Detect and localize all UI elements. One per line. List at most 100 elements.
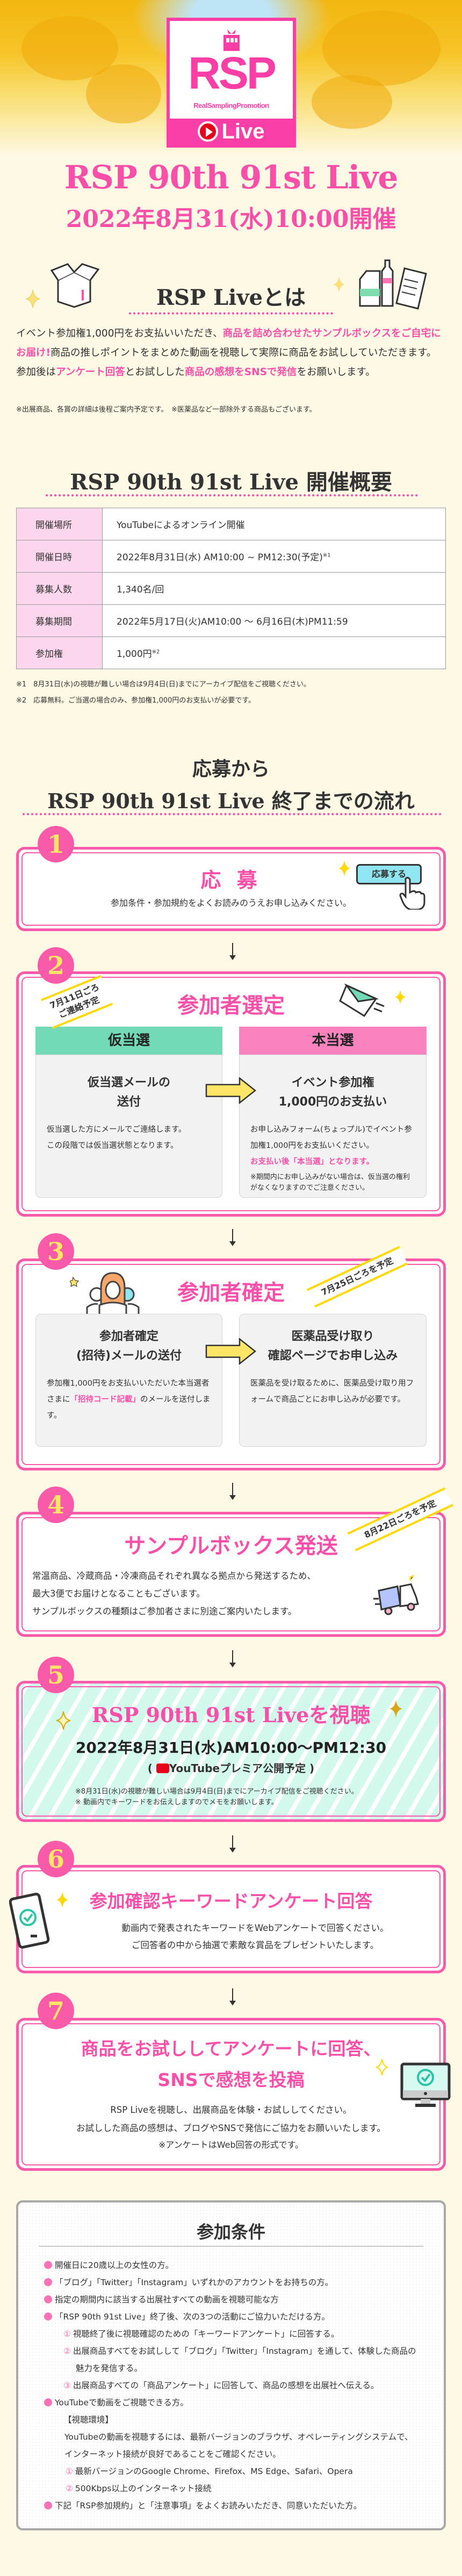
about-highlight: アンケート回答 <box>56 367 125 378</box>
env-text: YouTubeの動画を視聴するには、最新バージョンのブラウザ、オペレーティングシ… <box>64 2432 413 2442</box>
about-paragraph: イベント参加権1,000円をお支払いいただき、商品を詰め合わせたサンプルボックス… <box>16 324 446 382</box>
card-note: ※期間内にお申し込みがない場合は、仮当選の権利がなくなりますのでご注意ください。 <box>250 1173 410 1192</box>
products-icon <box>359 259 427 310</box>
row-label: 参加権 <box>16 636 103 669</box>
monitor-check-icon <box>400 2062 451 2107</box>
row-value: 1,000円※2 <box>102 636 446 669</box>
flow-heading-2: RSP 90th 91st Live 終了までの流れ <box>47 789 415 813</box>
medicine-card: 医薬品受け取り 確認ページでお申し込み 医薬品を受け取るために、医薬品受け取り用… <box>239 1314 427 1447</box>
step-number: 4 <box>38 1487 74 1523</box>
bullet-icon <box>44 2501 52 2509</box>
smartphone-check-icon <box>9 1892 50 1949</box>
about-text: イベント参加権1,000円をお支払いいただき、 <box>16 328 223 339</box>
step-title: 商品をお試ししてアンケートに回答、 <box>81 2038 381 2059</box>
activity-item: 魅力を発信する。 <box>76 2363 143 2373</box>
bullet-icon <box>44 2312 52 2321</box>
event-title: RSP 90th 91st Live <box>64 159 399 196</box>
gift-tower-icon <box>223 30 240 51</box>
right-arrow-icon <box>205 1077 256 1104</box>
footnote: ※2 応募無料。ご当選の場合のみ、参加権1,000円のお支払いが必要です。 <box>16 697 256 705</box>
card-heading: 仮当選メールの 送付 <box>87 1076 170 1109</box>
about-text: をお願いします。 <box>297 367 376 378</box>
step-title: 応 募 <box>200 868 262 892</box>
step-title: サンプルボックス発送 <box>124 1534 338 1558</box>
people-icon <box>70 1272 140 1316</box>
confirm-mail-card: 参加者確定 (招待)メールの送付 参加権1,000円をお支払いいただいた本当選者… <box>35 1314 222 1447</box>
column-header-provisional: 仮当選 <box>35 1027 222 1055</box>
apply-button[interactable]: 応募する <box>356 864 422 884</box>
step-text: 常温商品、冷蔵商品・冷凍商品それぞれ異なる拠点から発送するため、 最大3便でお届… <box>32 1571 316 1616</box>
card-highlight: 「招待コード記載」 <box>70 1395 141 1404</box>
overview-heading: RSP 90th 91st Live 開催概要 <box>70 470 392 495</box>
step-1: 1 応 募 参加条件・参加規約をよくお読みのうえお申し込みください。 応募する <box>16 826 446 931</box>
step-3: 3 参加者確定 7月25日ごろを予定 参加者確定 (招待)メールの送付 参加権1… <box>16 1233 446 1470</box>
about-text: 商品の推しポイントをまとめた動画を視聴して実際に商品をお試ししていただきます。参… <box>16 347 437 378</box>
row-value: 1,340名/回 <box>102 572 446 605</box>
step-5: 5 RSP 90th 91st Liveを視聴 2022年8月31日(水)AM1… <box>16 1657 446 1822</box>
condition-item: 「ブログ」「Twitter」「Instagram」いずれかのアカウントをお持ちの… <box>44 2277 333 2288</box>
step-notes: ※8月31日(水)の視聴が難しい場合は9月4日(日)までにアーカイブ配信をご視聴… <box>75 1788 358 1806</box>
condition-item: 開催日に20歳以上の女性の方。 <box>44 2259 174 2271</box>
delivery-truck-icon <box>373 1575 419 1615</box>
flow-arrow <box>229 1650 236 1667</box>
step-text: 参加条件・参加規約をよくお読みのうえお申し込みください。 <box>110 898 351 908</box>
divider <box>129 312 333 314</box>
step-2: 2 7月11日ごろ ご連絡予定 参加者選定 仮当選 本当選 仮当選メールの 送付… <box>16 947 446 1217</box>
step-number: 3 <box>38 1233 74 1270</box>
card-heading: 医薬品受け取り 確認ページでお申し込み <box>268 1330 398 1363</box>
row-label: 募集期間 <box>16 604 103 637</box>
row-label: 募集人数 <box>16 572 103 605</box>
sparkle-icon <box>56 1711 70 1730</box>
row-label: 開催日時 <box>16 540 103 573</box>
sparkle-icon <box>338 860 350 876</box>
step-number: 2 <box>38 947 74 984</box>
env-text: インターネット接続が良好であることをご確認ください。 <box>64 2449 281 2459</box>
bullet-icon <box>44 2295 52 2303</box>
play-icon <box>198 121 219 142</box>
step-4: 4 サンプルボックス発送 8月22日ごろを予定 常温商品、冷蔵商品・冷凍商品それ… <box>16 1487 453 1637</box>
sparkle-icon <box>56 1892 68 1908</box>
card-heading: イベント参加権 1,000円のお支払い <box>278 1076 387 1109</box>
logo-subtitle: RealSamplingPromotion <box>193 101 269 109</box>
sparkle-icon <box>389 1700 402 1718</box>
column-header-final: 本当選 <box>239 1027 427 1055</box>
about-heading: RSP Liveとは <box>156 285 306 310</box>
provisional-card: 仮当選メールの 送付 仮当選した方にメールでご連絡します。 この段階では仮当選状… <box>35 1055 222 1198</box>
condition-item: 下記「RSP参加規約」と「注意事項」をよくお読みいただき、同意いただいた方。 <box>44 2500 362 2512</box>
card-text: 仮当選した方にメールでご連絡します。 この段階では仮当選状態となります。 <box>47 1125 186 1150</box>
step-text: 動画内で発表されたキーワードをWebアンケートで回答ください。 ご回答者の中から… <box>121 1923 389 1950</box>
live-datetime: 2022年8月31日(水)AM10:00～PM12:30 <box>75 1739 387 1757</box>
divider <box>23 813 442 815</box>
step-number: 5 <box>38 1657 74 1693</box>
flow-arrow <box>229 1988 236 2006</box>
sparkle-icon <box>395 990 406 1004</box>
row-label: 開催場所 <box>16 508 103 540</box>
logo-rsp: RSP <box>188 48 277 98</box>
logo-live: Live <box>221 119 265 143</box>
event-date: 2022年8月31(水)10:00開催 <box>66 206 396 233</box>
sparkle-icon <box>26 290 40 308</box>
bullet-icon <box>44 2261 52 2269</box>
step-title: 参加確認キーワードアンケート回答 <box>89 1891 373 1912</box>
condition-item: 指定の期間内に該当する出展社すべての動画を視聴可能な方 <box>44 2294 279 2306</box>
youtube-icon <box>156 1763 169 1773</box>
step-number: 1 <box>38 826 74 862</box>
env-label: 【視聴環境】 <box>63 2415 114 2425</box>
flow-arrow <box>229 1229 236 1246</box>
condition-item: 「RSP 90th 91st Live」終了後、次の3つの活動にご協力いただける… <box>44 2311 330 2323</box>
step-6: 6 参加確認キーワードアンケート回答 動画内で発表されたキーワードをWebアンケ… <box>9 1841 446 1973</box>
footnote: ※1 8月31日(水)の視聴が難しい場合は9月4日(日)までにアーカイブ配信をご… <box>16 680 311 689</box>
about-text: とお試しした <box>125 367 185 378</box>
youtube-premiere: ( YouTubeプレミア公開予定 ) <box>147 1762 315 1775</box>
step-title: 参加者確定 <box>177 1280 285 1305</box>
condition-item: YouTubeで動画をご視聴できる方。 <box>44 2397 189 2409</box>
